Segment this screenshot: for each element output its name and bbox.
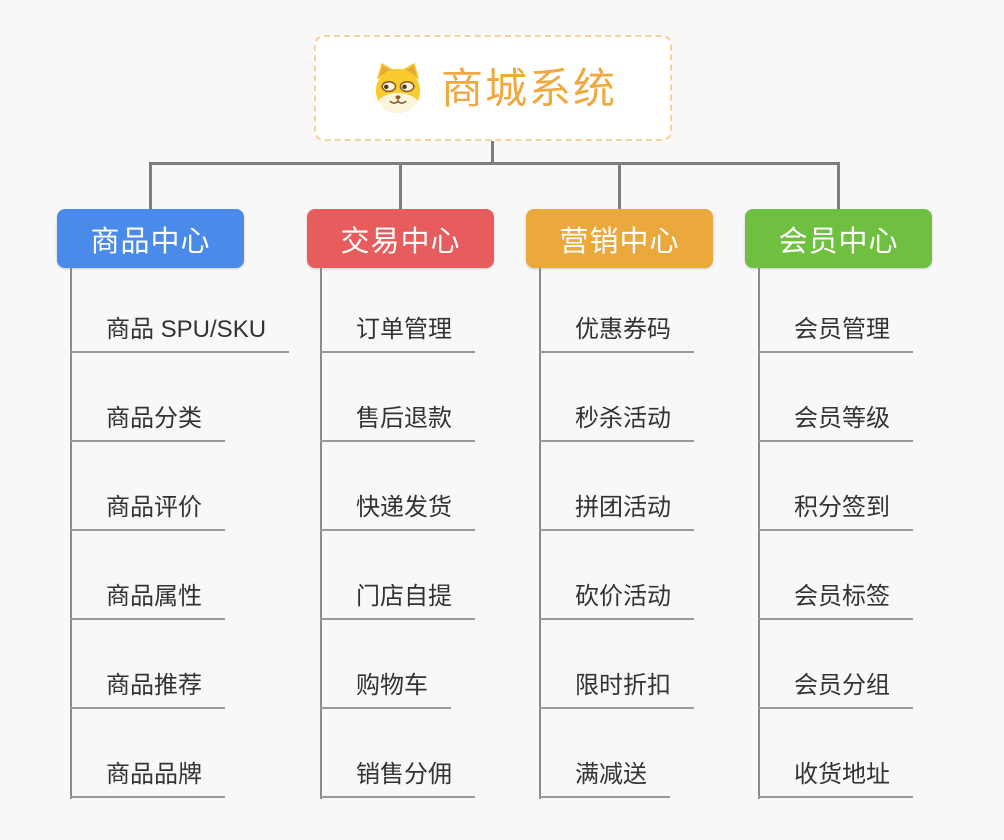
sub-item-product-spu-sku[interactable]: 商品 SPU/SKU: [70, 268, 290, 353]
branch-items-member: 会员管理 会员等级 积分签到 会员标签 会员分组 收货地址: [758, 268, 913, 798]
sub-item-label: 销售分佣: [356, 761, 452, 788]
sub-item-product-attribute[interactable]: 商品属性: [70, 531, 225, 620]
sub-item-label: 会员等级: [794, 405, 890, 432]
sub-item-label: 商品属性: [106, 583, 202, 610]
branch-box-member[interactable]: 会员中心: [745, 209, 932, 268]
sub-item-label: 优惠券码: [575, 316, 671, 343]
sub-item-label: 商品品牌: [106, 761, 202, 788]
connector-drop-member: [837, 162, 840, 210]
branch-items-product: 商品 SPU/SKU 商品分类 商品评价 商品属性 商品推荐 商品品牌: [70, 268, 290, 798]
sub-item-label: 砍价活动: [575, 583, 671, 610]
branch-line-member: [758, 268, 760, 799]
branch-line-product: [70, 268, 72, 799]
sub-item-store-pickup[interactable]: 门店自提: [320, 531, 475, 620]
connector-drop-marketing: [618, 162, 621, 210]
sub-item-limited-time-discount[interactable]: 限时折扣: [539, 620, 694, 709]
root-node[interactable]: 商城系统: [314, 35, 672, 141]
branch-line-trade: [320, 268, 322, 799]
sub-item-aftersale-refund[interactable]: 售后退款: [320, 353, 475, 442]
connector-drop-trade: [399, 162, 402, 210]
branch-items-trade: 订单管理 售后退款 快递发货 门店自提 购物车 销售分佣: [320, 268, 475, 798]
branch-items-marketing: 优惠券码 秒杀活动 拼团活动 砍价活动 限时折扣 满减送: [539, 268, 694, 798]
connector-drop-product: [149, 162, 152, 210]
sub-item-label: 商品分类: [106, 405, 202, 432]
sub-item-label: 商品 SPU/SKU: [106, 316, 267, 343]
sub-item-label: 购物车: [356, 672, 428, 699]
sub-item-member-tag[interactable]: 会员标签: [758, 531, 913, 620]
sub-item-member-level[interactable]: 会员等级: [758, 353, 913, 442]
sub-item-label: 快递发货: [356, 494, 452, 521]
sub-item-label: 会员标签: [794, 583, 890, 610]
sub-item-coupon-code[interactable]: 优惠券码: [539, 268, 694, 353]
sub-item-label: 订单管理: [356, 316, 452, 343]
sub-item-label: 商品评价: [106, 494, 202, 521]
sub-item-label: 拼团活动: [575, 494, 671, 521]
sub-item-express-delivery[interactable]: 快递发货: [320, 442, 475, 531]
sub-item-product-review[interactable]: 商品评价: [70, 442, 225, 531]
sub-item-product-brand[interactable]: 商品品牌: [70, 709, 225, 798]
sub-item-label: 会员管理: [794, 316, 890, 343]
branch-box-product[interactable]: 商品中心: [57, 209, 244, 268]
sub-item-points-checkin[interactable]: 积分签到: [758, 442, 913, 531]
sub-item-shopping-cart[interactable]: 购物车: [320, 620, 451, 709]
sub-item-label: 秒杀活动: [575, 405, 671, 432]
sub-item-member-management[interactable]: 会员管理: [758, 268, 913, 353]
sub-item-label: 会员分组: [794, 672, 890, 699]
sub-item-product-category[interactable]: 商品分类: [70, 353, 225, 442]
sub-item-shipping-address[interactable]: 收货地址: [758, 709, 913, 798]
sub-item-label: 满减送: [575, 761, 647, 788]
sub-item-product-recommend[interactable]: 商品推荐: [70, 620, 225, 709]
connector-horizontal-spine: [149, 162, 840, 165]
sub-item-label: 商品推荐: [106, 672, 202, 699]
branch-box-trade[interactable]: 交易中心: [307, 209, 494, 268]
shiba-dog-icon: [375, 62, 421, 114]
sub-item-label: 售后退款: [356, 405, 452, 432]
sub-item-label: 积分签到: [794, 494, 890, 521]
sub-item-member-group[interactable]: 会员分组: [758, 620, 913, 709]
branch-line-marketing: [539, 268, 541, 799]
sub-item-bargain-activity[interactable]: 砍价活动: [539, 531, 694, 620]
sub-item-label: 限时折扣: [575, 672, 671, 699]
branch-box-marketing[interactable]: 营销中心: [526, 209, 713, 268]
sub-item-spend-and-save[interactable]: 满减送: [539, 709, 670, 798]
sub-item-group-buy[interactable]: 拼团活动: [539, 442, 694, 531]
connector-root-vertical: [491, 141, 494, 165]
sub-item-flash-sale[interactable]: 秒杀活动: [539, 353, 694, 442]
sub-item-label: 门店自提: [356, 583, 452, 610]
sub-item-order-management[interactable]: 订单管理: [320, 268, 475, 353]
sub-item-label: 收货地址: [794, 761, 890, 788]
root-title: 商城系统: [440, 65, 617, 112]
sub-item-sales-commission[interactable]: 销售分佣: [320, 709, 475, 798]
